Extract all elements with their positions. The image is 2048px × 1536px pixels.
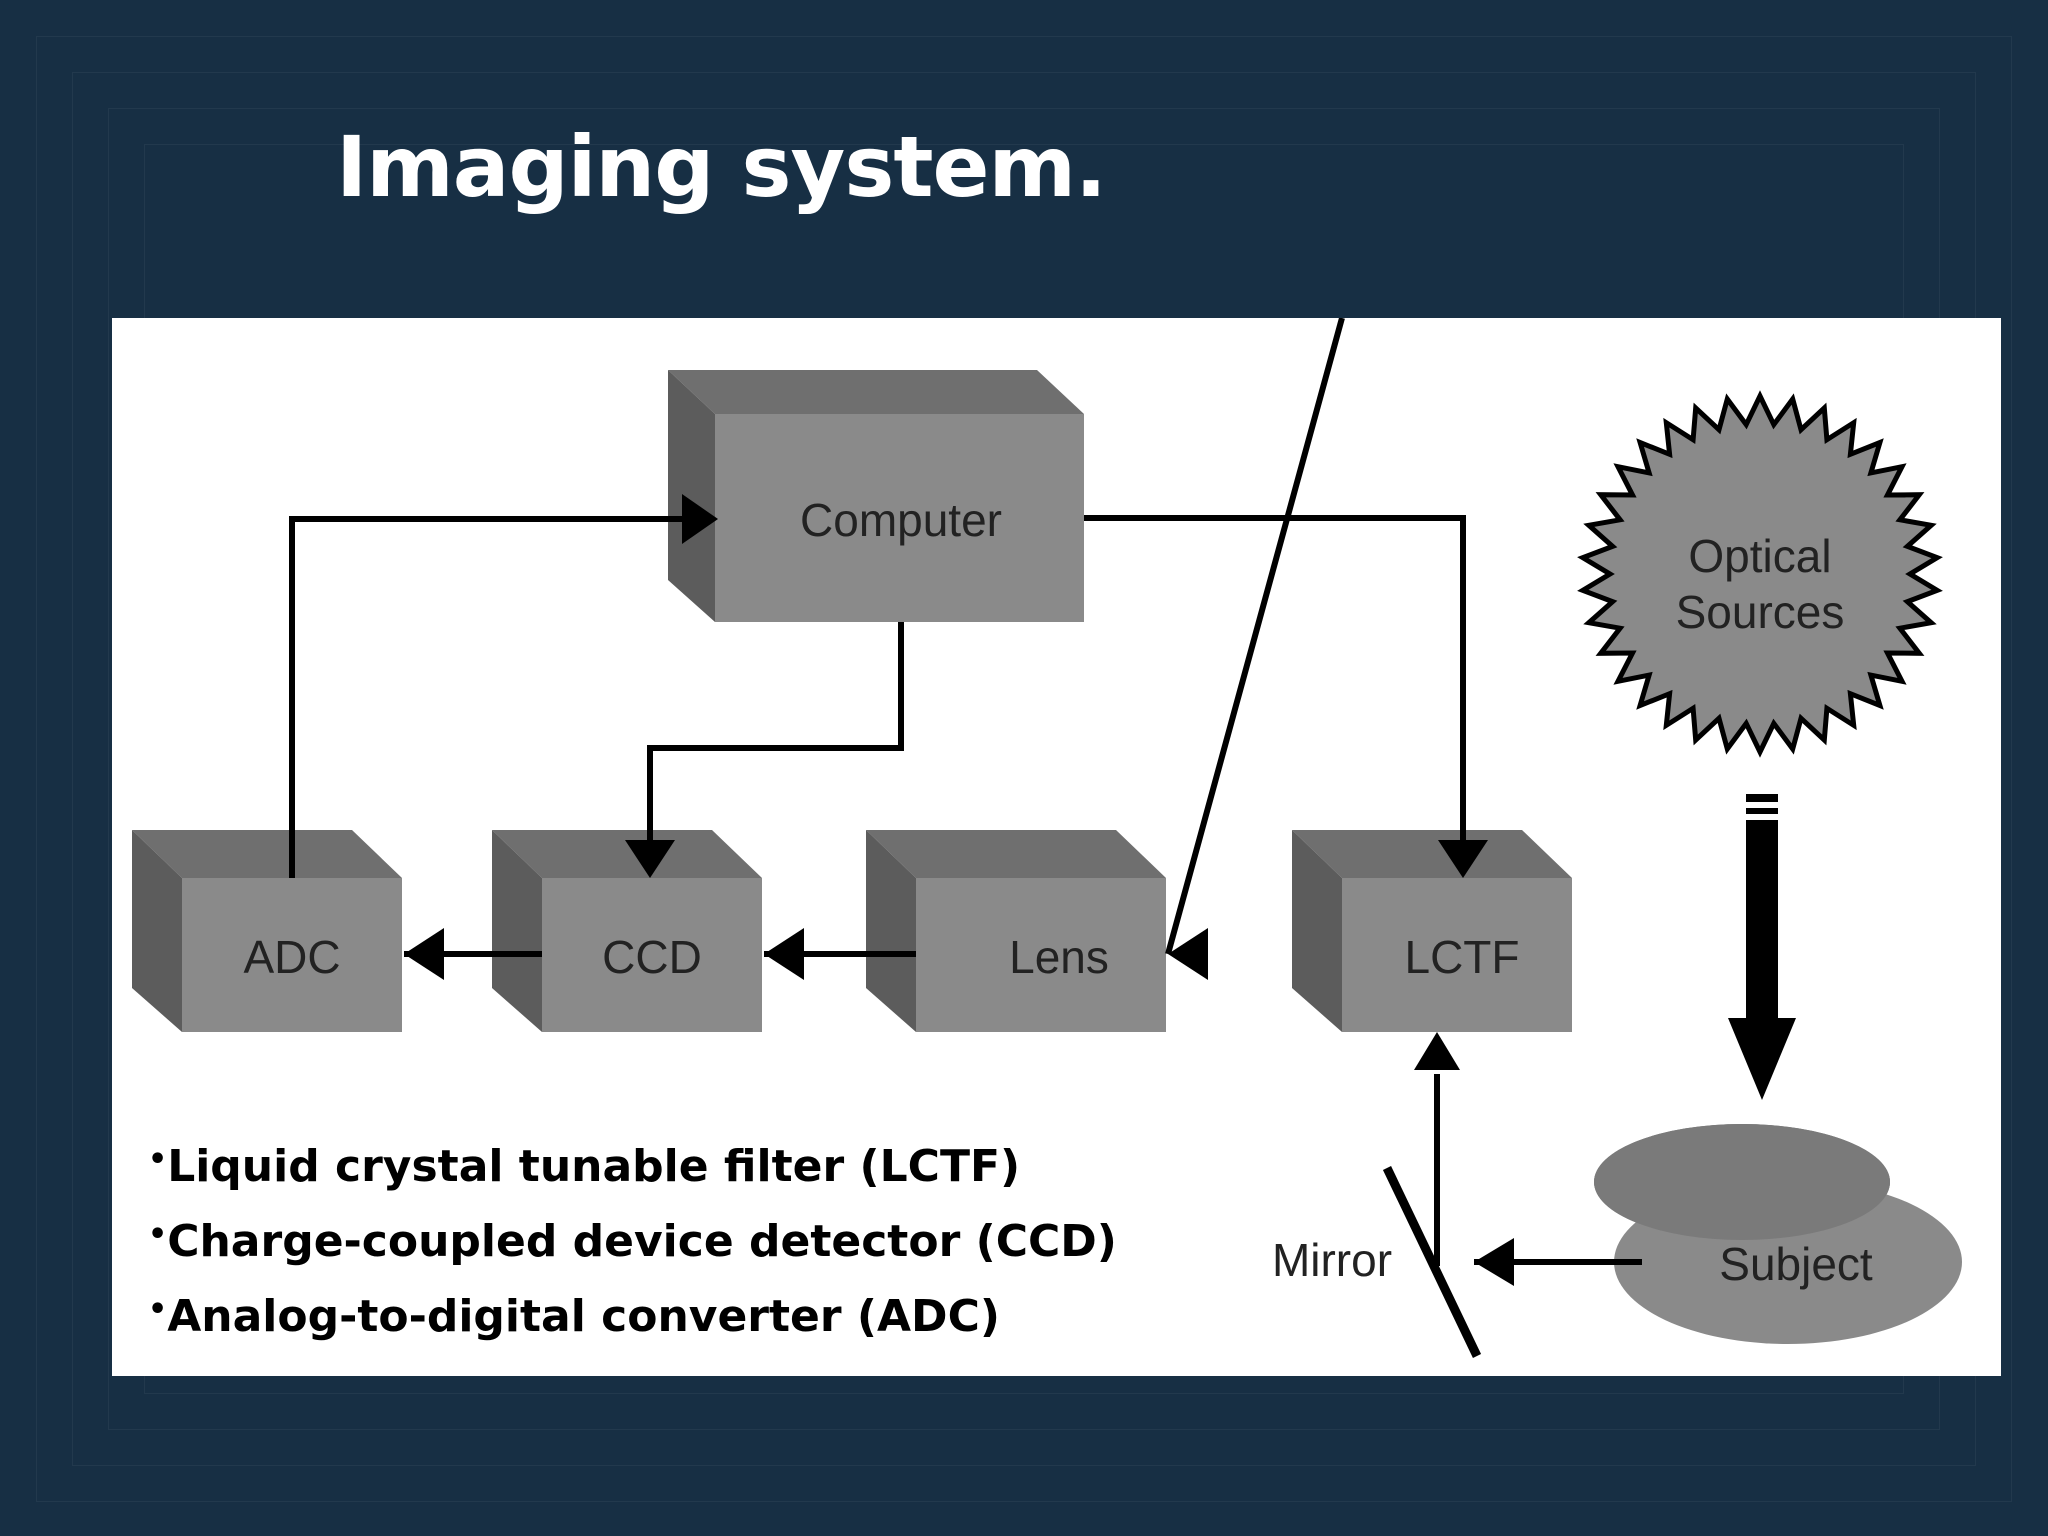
arrowhead-ccd-from-lens xyxy=(764,928,804,980)
light-arrow xyxy=(1728,794,1796,1100)
imaging-system-diagram: Computer ADC CCD Lens LCTF xyxy=(132,318,1962,1358)
computer-label: Computer xyxy=(800,494,1002,546)
arrowhead-lens xyxy=(1168,928,1208,980)
arrowhead-computer xyxy=(682,494,718,544)
bullet-item: Charge-coupled device detector (CCD) xyxy=(148,1201,1117,1276)
arrowhead-adc xyxy=(404,928,444,980)
ccd-box: CCD xyxy=(492,830,762,1032)
optical-sources-label-line2: Sources xyxy=(1676,586,1845,638)
mirror: Mirror xyxy=(1272,1166,1482,1358)
lens-label: Lens xyxy=(1009,931,1109,983)
bullet-list: Liquid crystal tunable filter (LCTF) Cha… xyxy=(148,1126,1117,1351)
computer-box: Computer xyxy=(668,370,1084,622)
slide-title: Imaging system. xyxy=(336,118,1107,216)
arrowhead-lctf-from-mirror xyxy=(1414,1032,1460,1070)
bullet-item: Liquid crystal tunable filter (LCTF) xyxy=(148,1126,1117,1201)
arrowhead-mirror xyxy=(1474,1238,1514,1286)
arrowhead-lctf xyxy=(1438,840,1488,878)
lctf-label: LCTF xyxy=(1405,931,1520,983)
optical-sources-label-line1: Optical xyxy=(1688,530,1831,582)
subject-label: Subject xyxy=(1719,1238,1873,1290)
edge-computer-lctf xyxy=(1084,515,1466,840)
adc-label: ADC xyxy=(243,931,340,983)
edge-adc-computer xyxy=(289,516,698,878)
lctf-box: LCTF xyxy=(1292,830,1572,1032)
adc-box: ADC xyxy=(132,830,402,1032)
bullet-item: Analog-to-digital converter (ADC) xyxy=(148,1276,1117,1351)
subject-disc: Subject xyxy=(1594,1124,1962,1344)
optical-sources-burst: Optical Sources xyxy=(1577,390,1943,758)
lens-box: Lens xyxy=(866,830,1166,1032)
connectors xyxy=(289,318,1642,1266)
arrowhead-ccd xyxy=(625,840,675,878)
mirror-label: Mirror xyxy=(1272,1234,1392,1286)
ccd-label: CCD xyxy=(602,931,702,983)
arrowheads xyxy=(404,494,1514,1286)
edge-computer-ccd xyxy=(647,622,904,840)
edge-lctf-lens xyxy=(1165,318,1345,955)
diagram-panel: Computer ADC CCD Lens LCTF xyxy=(112,318,2001,1376)
